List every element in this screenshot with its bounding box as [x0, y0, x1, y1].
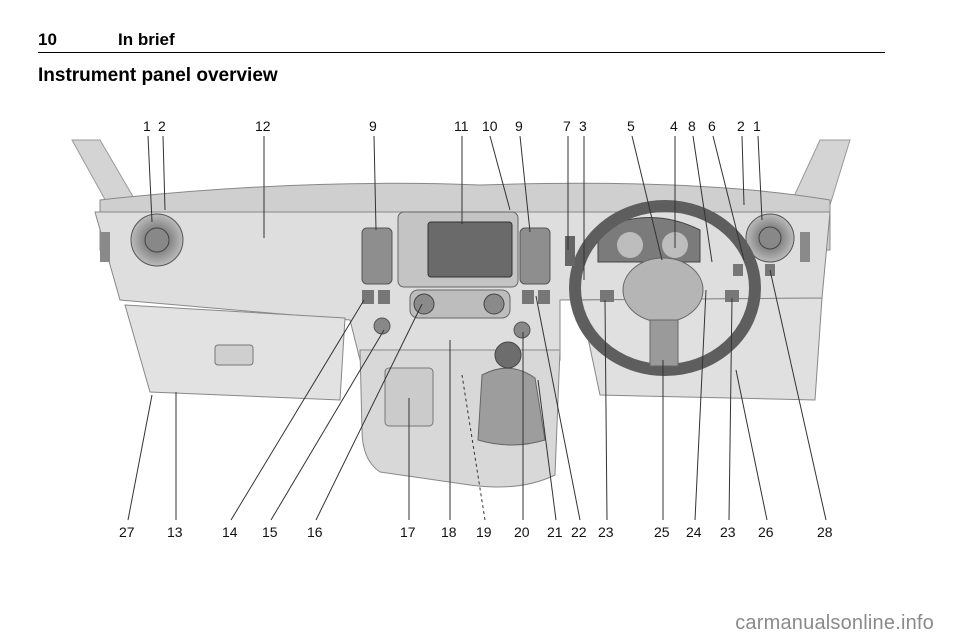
steering-hub	[622, 257, 704, 323]
page-header: 10 In brief	[38, 28, 885, 53]
callout-top-10: 5	[627, 118, 635, 134]
callout-bottom-12: 23	[598, 524, 614, 540]
callout-bottom-1: 27	[119, 524, 135, 540]
callout-top-8: 7	[563, 118, 571, 134]
callout-top-4: 9	[369, 118, 377, 134]
callout-bottom-7: 18	[441, 524, 457, 540]
callout-top-3: 12	[255, 118, 271, 134]
callout-top-6: 10	[482, 118, 498, 134]
callout-bottom-3: 14	[222, 524, 238, 540]
callout-bottom-15: 23	[720, 524, 736, 540]
callout-bottom-6: 17	[400, 524, 416, 540]
callout-bottom-17: 28	[817, 524, 833, 540]
callout-bottom-8: 19	[476, 524, 492, 540]
climate-panel	[409, 289, 511, 319]
centre-vent-left	[361, 227, 393, 285]
callout-bottom-4: 15	[262, 524, 278, 540]
steering-wheel	[569, 200, 761, 376]
callout-bottom-2: 13	[167, 524, 183, 540]
callout-top-2: 2	[158, 118, 166, 134]
callout-bottom-13: 25	[654, 524, 670, 540]
callout-bottom-10: 21	[547, 524, 563, 540]
centre-vent-right	[519, 227, 551, 285]
callout-bottom-14: 24	[686, 524, 702, 540]
callout-top-1: 1	[143, 118, 151, 134]
callout-bottom-5: 16	[307, 524, 323, 540]
callout-top-14: 2	[737, 118, 745, 134]
right-lower-dash	[579, 297, 823, 401]
gear-knob	[494, 341, 522, 369]
page-number: 10	[38, 30, 57, 49]
callout-bottom-9: 20	[514, 524, 530, 540]
callout-top-7: 9	[515, 118, 523, 134]
callout-top-15: 1	[753, 118, 761, 134]
glovebox-handle	[214, 344, 254, 366]
callout-bottom-16: 26	[758, 524, 774, 540]
callout-bottom-11: 22	[571, 524, 587, 540]
gear-boot	[477, 367, 546, 446]
left-a-pillar	[71, 139, 136, 206]
watermark-text: carmanualsonline.info	[735, 612, 934, 634]
section-title: In brief	[118, 30, 175, 49]
callout-top-13: 6	[708, 118, 716, 134]
infotainment-screen	[427, 221, 513, 278]
callout-top-11: 4	[670, 118, 678, 134]
page-title: Instrument panel overview	[38, 65, 278, 86]
callout-top-9: 3	[579, 118, 587, 134]
callout-top-5: 11	[454, 118, 469, 134]
callout-top-12: 8	[688, 118, 696, 134]
